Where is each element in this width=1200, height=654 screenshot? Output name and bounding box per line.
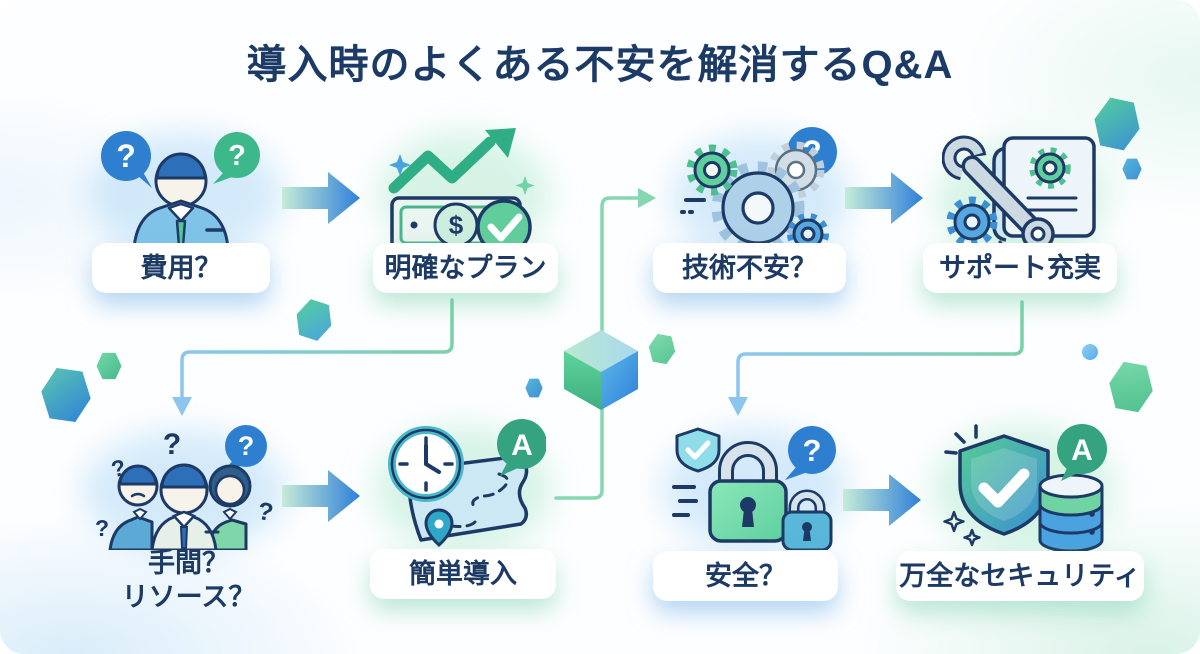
question-bubble-icon: ? [213, 132, 260, 184]
gear-icon [686, 144, 738, 196]
arrowhead-down-icon [728, 397, 748, 416]
svg-text:?: ? [803, 433, 822, 468]
question-mark: ? [163, 428, 181, 461]
connector-plan-to-team [172, 298, 454, 416]
team-question-icon: ? ? ? ? ? [95, 425, 275, 550]
sparkle-icon [943, 510, 965, 533]
gear-icon [1029, 147, 1071, 189]
database-icon [1038, 473, 1104, 552]
hexagon-decoration-icon [525, 378, 543, 398]
shield-database-icon: A [943, 424, 1107, 552]
svg-text:$: $ [449, 210, 464, 240]
padlock-large-icon [708, 441, 788, 543]
svg-text:A: A [1071, 434, 1093, 467]
answer-label-support: サポート充実 [923, 243, 1117, 293]
answer-label-security: 万全なセキュリティ [896, 551, 1144, 601]
person-question-icon: ? ? [101, 131, 260, 248]
svg-text:A: A [511, 429, 533, 462]
shield-check-icon [675, 427, 721, 473]
team-member-left [108, 464, 159, 550]
flow-arrow-icon [282, 470, 360, 522]
question-line-2: リソース？ [121, 582, 256, 612]
question-mark: ? [255, 497, 275, 527]
gears-question-icon: ? [680, 127, 837, 255]
flow-arrow-icon [843, 474, 921, 526]
page-title: 導入時のよくある不安を解消するQ&A [246, 43, 954, 87]
question-label-cost: 費用？ [92, 243, 270, 293]
question-bubble-icon: ? [785, 426, 836, 480]
location-pin-icon [424, 508, 454, 548]
shield-check-icon [958, 434, 1050, 536]
question-mark: ? [95, 515, 109, 541]
businessman-figure [132, 152, 230, 248]
growth-arrow-icon [388, 128, 516, 194]
sparkle-icon [963, 528, 981, 547]
team-member-right [206, 464, 252, 550]
svg-text:?: ? [238, 431, 255, 461]
money-growth-check-icon: $ [388, 128, 535, 254]
checkmark-circle-icon [476, 199, 532, 254]
answer-label-plan: 明確なプラン [373, 243, 558, 293]
hexagon-decoration-icon [1122, 158, 1142, 180]
arrowhead-right-icon [638, 188, 656, 208]
clock-roadmap-icon: A [388, 419, 546, 548]
question-label-tech: 技術不安？ [653, 243, 846, 293]
arrowhead-down-icon [172, 397, 192, 416]
cube-decoration-icon [564, 330, 638, 410]
hexagon-decoration-icon [96, 352, 122, 380]
flow-arrow-icon [282, 172, 360, 224]
svg-text:?: ? [228, 140, 246, 172]
sparkle-icon [389, 154, 411, 176]
question-bubble-icon: ? [223, 425, 267, 472]
question-label-safety: 安全？ [653, 551, 838, 601]
clock-icon [388, 426, 464, 502]
flow-arrow-icon [845, 172, 923, 224]
svg-text:?: ? [116, 138, 136, 174]
team-member-center [150, 463, 220, 550]
answer-label-setup: 簡単導入 [370, 549, 556, 599]
question-label-effort-resources: 手間？ リソース？ [86, 546, 291, 614]
sparkle-icon [515, 176, 535, 195]
gear-icon [946, 196, 998, 248]
connector-support-to-safety [728, 300, 1024, 416]
question-line-1: 手間？ [148, 548, 229, 578]
padlock-question-icon: ? [672, 426, 836, 550]
question-bubble-icon: ? [101, 131, 152, 188]
answer-badge: A [497, 419, 546, 476]
answer-badge: A [1057, 424, 1107, 481]
gear-icon [767, 141, 825, 199]
wrench-manual-icon [942, 135, 1096, 251]
emphasis-marks [944, 424, 978, 455]
padlock-small-icon [781, 489, 833, 550]
dot-decoration-icon [1082, 344, 1098, 360]
gear-icon [711, 161, 805, 255]
